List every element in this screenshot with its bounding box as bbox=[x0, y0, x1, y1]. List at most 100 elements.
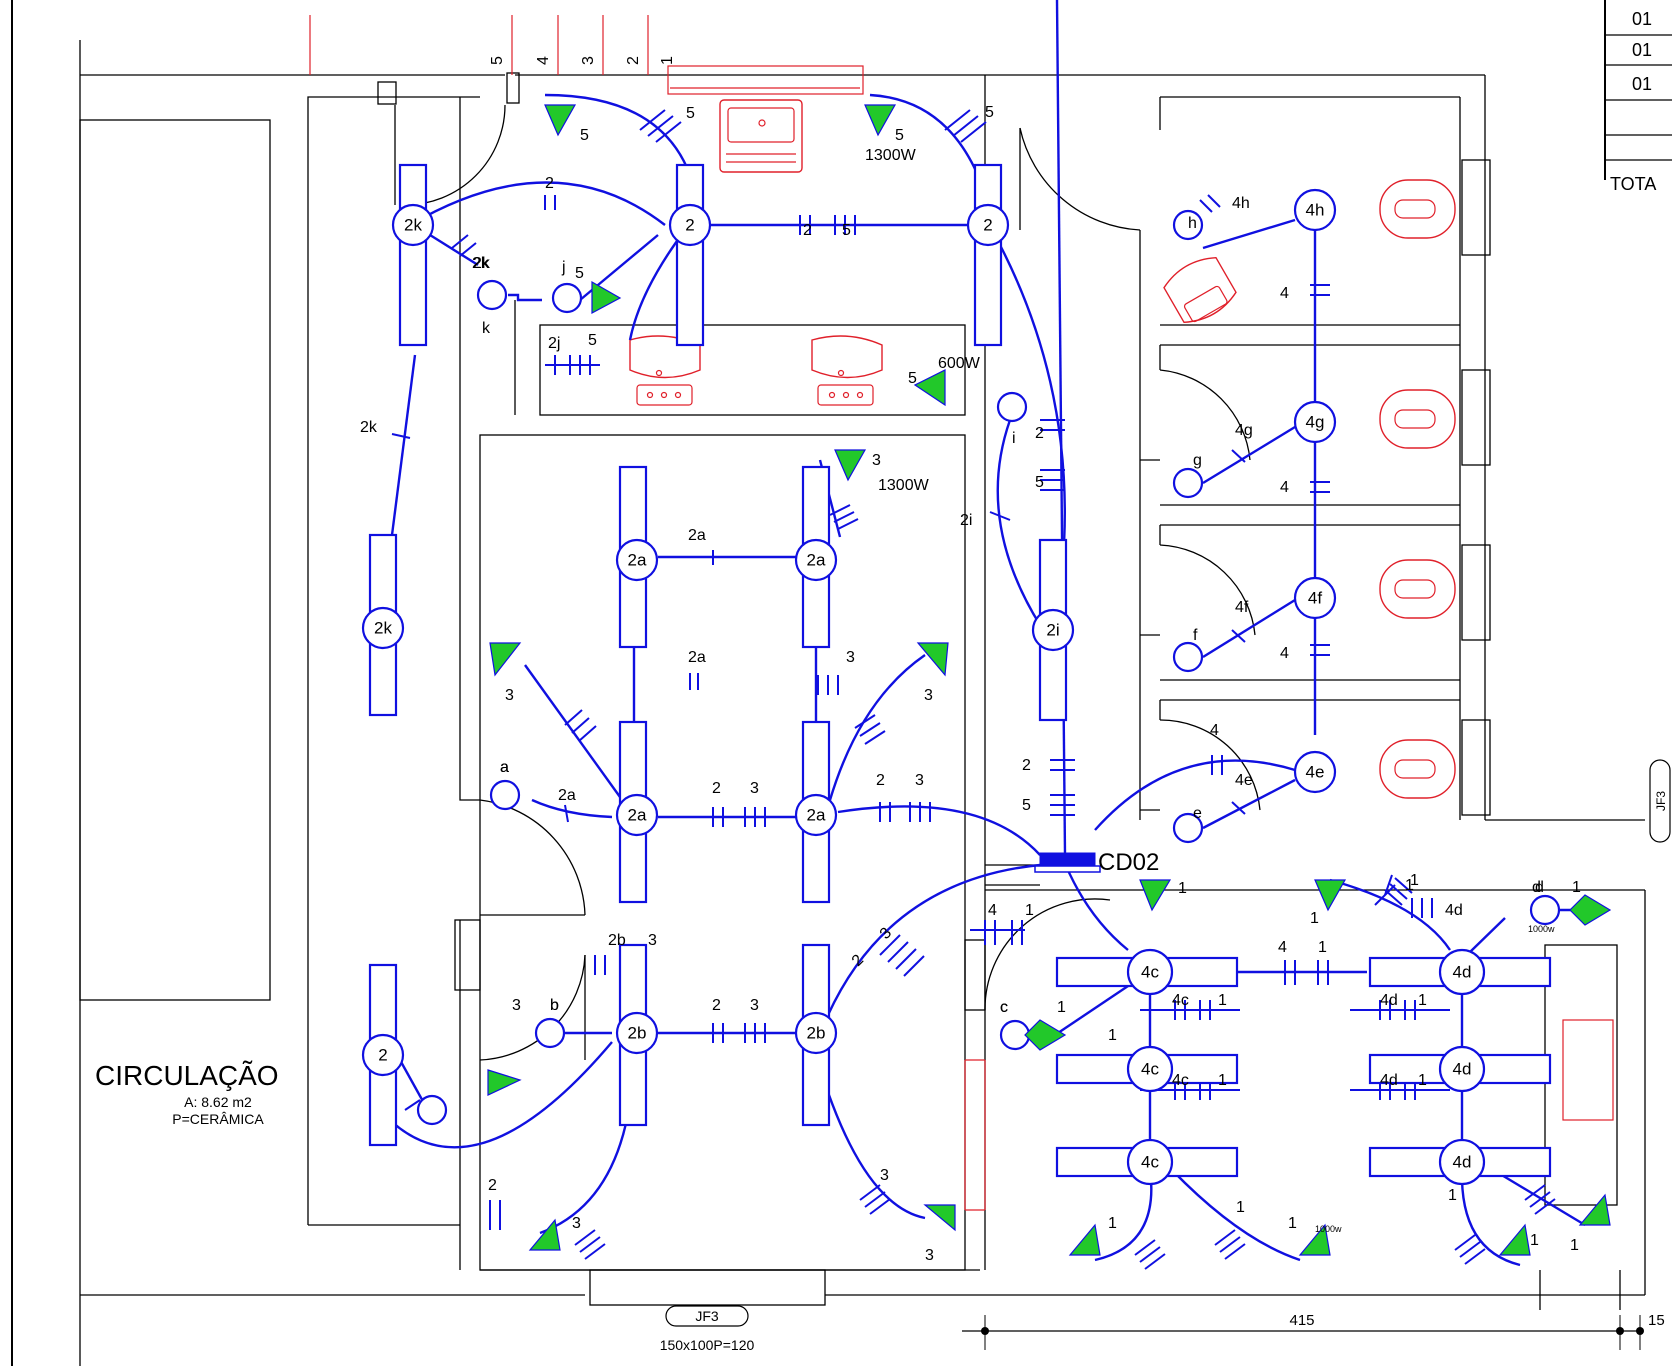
lamp: 2i bbox=[1031, 608, 1075, 652]
svg-text:2i: 2i bbox=[1046, 621, 1059, 640]
circuit-label: 1 bbox=[1448, 1187, 1457, 1204]
svg-text:4c: 4c bbox=[1141, 1060, 1159, 1079]
panel-cd02[interactable]: CD02 bbox=[1034, 849, 1159, 876]
lamp: 2 bbox=[966, 203, 1010, 247]
wire-ticks bbox=[391, 109, 1556, 1270]
lamp: 4h bbox=[1293, 188, 1337, 232]
switch bbox=[1172, 641, 1204, 673]
circuit-label: 3 bbox=[750, 997, 759, 1014]
lamp: 4g bbox=[1293, 400, 1337, 444]
circuit-label: 3 bbox=[880, 1167, 889, 1184]
circuit-label: 2a bbox=[688, 649, 706, 666]
switch-label: k bbox=[482, 320, 491, 337]
circuit-label: 1 bbox=[1318, 939, 1327, 956]
circuit-label: 5 bbox=[1022, 797, 1031, 814]
top-number: 3 bbox=[580, 56, 597, 65]
svg-text:2: 2 bbox=[378, 1046, 387, 1065]
circuit-label: 1 bbox=[1178, 880, 1187, 897]
svg-text:2a: 2a bbox=[807, 806, 826, 825]
circuit-label: 3 bbox=[877, 924, 895, 942]
toilet-4 bbox=[1379, 739, 1456, 799]
switch bbox=[1529, 894, 1561, 926]
window-tag: JF3 150x100P=120 JF3 bbox=[660, 759, 1671, 1353]
power-note: 1300W bbox=[865, 147, 917, 164]
lamp: 2k bbox=[391, 203, 435, 247]
circuit-label: 2 bbox=[1035, 425, 1044, 442]
power-note: 1000w bbox=[1528, 924, 1555, 934]
switch-label: d bbox=[1535, 879, 1544, 896]
circuit-label: b bbox=[550, 997, 559, 1014]
switch-label: i bbox=[1012, 430, 1016, 447]
circuit-label: 1 bbox=[1057, 999, 1066, 1016]
circuit-label: 1 bbox=[1108, 1215, 1117, 1232]
circuit-label: 3 bbox=[925, 1247, 934, 1264]
svg-text:4e: 4e bbox=[1306, 763, 1325, 782]
switch-label: c bbox=[1000, 999, 1008, 1016]
svg-text:2k: 2k bbox=[374, 619, 392, 638]
switches: k j i h g f e a b c d bbox=[416, 209, 1561, 1126]
switch bbox=[551, 282, 583, 314]
circuit-label: 5 bbox=[842, 222, 851, 239]
circuit-label: 4c bbox=[1172, 1072, 1189, 1089]
lamp-points: 2k 2 2 2k 2a 2a 2a 2a 2i 2 2b 2b 4h 4g 4… bbox=[361, 188, 1486, 1186]
svg-text:2b: 2b bbox=[628, 1024, 647, 1043]
svg-text:4g: 4g bbox=[1306, 413, 1325, 432]
dimension-side: 15 bbox=[1648, 1312, 1665, 1329]
circuit-label: 2a bbox=[688, 527, 706, 544]
room-circulacao: CIRCULAÇÃO A: 8.62 m2 P=CERÂMICA bbox=[95, 1060, 279, 1127]
lamp: 4c bbox=[1126, 948, 1174, 996]
top-number: 1 bbox=[659, 56, 676, 65]
circuit-label: 3 bbox=[846, 649, 855, 666]
switch-label: b bbox=[550, 997, 559, 1014]
panel-label: CD02 bbox=[1098, 849, 1159, 876]
circuit-label: 1 bbox=[1418, 1072, 1427, 1089]
lamp: 2a bbox=[615, 793, 659, 837]
fixtures bbox=[309, 15, 1614, 1211]
toilet-2 bbox=[1379, 389, 1456, 449]
svg-text:2a: 2a bbox=[628, 806, 647, 825]
svg-text:2: 2 bbox=[983, 216, 992, 235]
lamp: 2b bbox=[615, 1011, 659, 1055]
top-number: 5 bbox=[489, 56, 506, 65]
lamp: 2 bbox=[361, 1033, 405, 1077]
circuit-label: 2 bbox=[1022, 757, 1031, 774]
lamp: 4d bbox=[1438, 1138, 1486, 1186]
circuit-label: 1 bbox=[1418, 992, 1427, 1009]
circuit-label: 2k bbox=[472, 255, 490, 272]
circuit-label: 4 bbox=[988, 902, 997, 919]
circuit-label: 1 bbox=[1405, 877, 1414, 894]
circuit-label: 5 bbox=[588, 332, 597, 349]
top-circuit-numbers: 5 4 3 2 1 bbox=[489, 56, 676, 65]
room-floor: P=CERÂMICA bbox=[172, 1111, 264, 1127]
circuit-label: 4g bbox=[1235, 422, 1253, 439]
lamp: 4f bbox=[1293, 576, 1337, 620]
svg-text:4d: 4d bbox=[1453, 963, 1472, 982]
circuit-label: 3 bbox=[872, 452, 881, 469]
circuit-label: 1 bbox=[1570, 1237, 1579, 1254]
circuit-label: 1 bbox=[1218, 1072, 1227, 1089]
switch-label: a bbox=[500, 759, 509, 776]
top-number: 2 bbox=[625, 56, 642, 65]
circuit-label: 3 bbox=[572, 1215, 581, 1232]
circuit-label: 2 bbox=[712, 997, 721, 1014]
switch-label: j bbox=[561, 259, 566, 276]
circuit-label: 4h bbox=[1232, 195, 1250, 212]
switch-label: e bbox=[1193, 805, 1202, 822]
circuit-label: d bbox=[1532, 879, 1541, 896]
circuit-label: 3 bbox=[924, 687, 933, 704]
wiring bbox=[379, 0, 1586, 1267]
circuit-label: 1 bbox=[1410, 872, 1419, 889]
circuit-label: 5 bbox=[985, 104, 994, 121]
svg-text:4d: 4d bbox=[1453, 1060, 1472, 1079]
circuit-label: 1 bbox=[1530, 1232, 1539, 1249]
circuit-label: 4 bbox=[1278, 939, 1287, 956]
circuit-label: 2i bbox=[960, 512, 972, 529]
circuit-label: 2b bbox=[608, 932, 626, 949]
circuit-label: 2 bbox=[488, 1177, 497, 1194]
circuit-label: 2 bbox=[803, 222, 812, 239]
circuit-label: 4 bbox=[1280, 285, 1289, 302]
circuit-label: 4c bbox=[1172, 992, 1189, 1009]
svg-text:4f: 4f bbox=[1308, 589, 1322, 608]
window-tag-label: JF3 bbox=[695, 1308, 719, 1324]
